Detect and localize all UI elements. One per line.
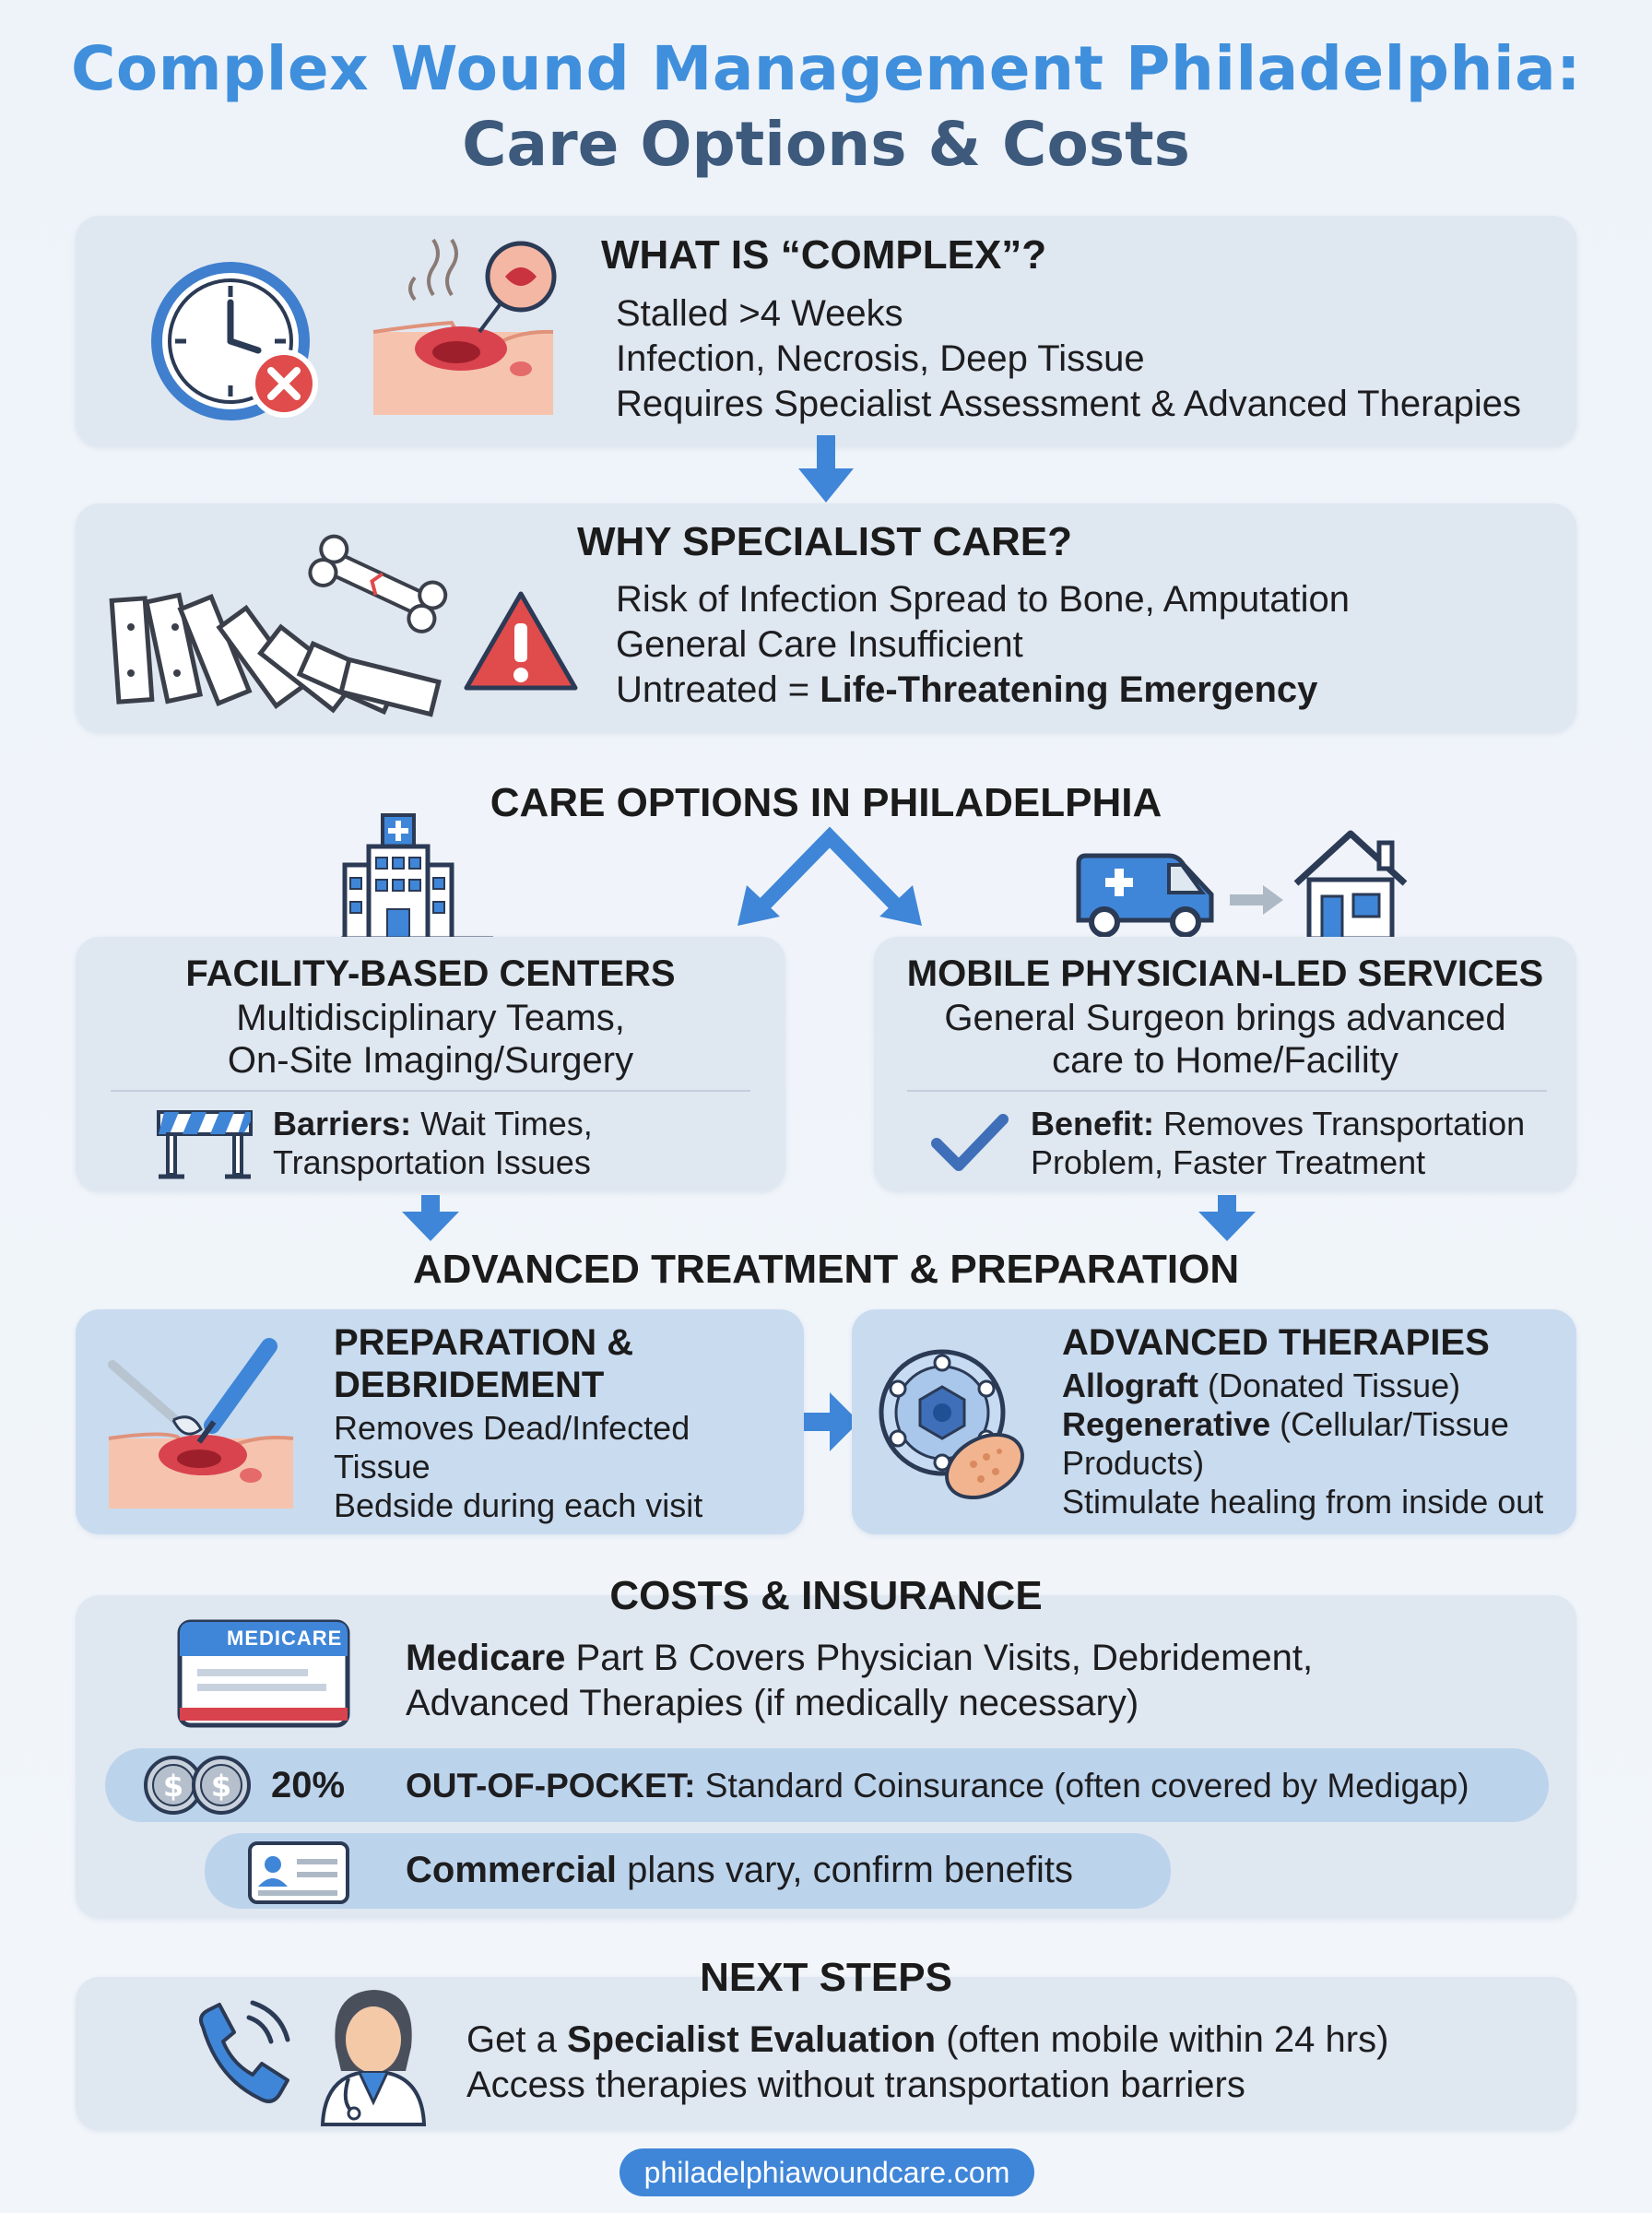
complex-panel <box>76 216 1576 446</box>
medicare-card-icon <box>177 1619 350 1728</box>
complex-line-2: Infection, Necrosis, Deep Tissue <box>616 338 1145 379</box>
regen-bold: Regenerative <box>1062 1405 1271 1443</box>
prep-line-2: Tissue <box>334 1448 431 1485</box>
oop-rest: Standard Coinsurance (often covered by M… <box>695 1767 1469 1805</box>
allograft-bold: Allograft <box>1062 1367 1198 1404</box>
prep-heading-2: DEBRIDEMENT <box>334 1365 605 1405</box>
prep-line-1: Removes Dead/Infected <box>334 1409 690 1447</box>
next-bold: Specialist Evaluation <box>566 2019 937 2060</box>
specialist-line-1: Risk of Infection Spread to Bone, Amputa… <box>616 579 1351 620</box>
medicare-rest: Part B Covers Physician Visits, Debridem… <box>565 1638 1314 1678</box>
phone-icon <box>199 2000 290 2103</box>
medicare-line-1: Medicare Part B Covers Physician Visits,… <box>406 1636 1313 1681</box>
care-options-heading: CARE OPTIONS IN PHILADELPHIA <box>490 780 1162 825</box>
therapies-line-4: Stimulate healing from inside out <box>1062 1483 1544 1521</box>
page-subtitle: Care Options & Costs <box>462 109 1190 180</box>
medicare-card-label: MEDICARE <box>227 1627 343 1650</box>
next-steps-line-1: Get a Specialist Evaluation (often mobil… <box>466 2018 1388 2063</box>
arrow-down-icon <box>1198 1195 1256 1241</box>
debridement-icon <box>108 1338 294 1509</box>
cell-graft-icon <box>879 1349 1024 1500</box>
next-rest: (often mobile within 24 hrs) <box>936 2019 1389 2060</box>
commercial-bold: Commercial <box>406 1850 617 1890</box>
split-arrows-icon <box>738 826 922 926</box>
footer-url-link[interactable]: philadelphiawoundcare.com <box>620 2148 1034 2196</box>
oop-pill <box>105 1748 1549 1822</box>
next-steps-line-2: Access therapies without transportation … <box>466 2065 1245 2105</box>
therapies-line-1: Allograft (Donated Tissue) <box>1062 1367 1460 1404</box>
therapies-heading: ADVANCED THERAPIES <box>1062 1322 1490 1363</box>
benefit-text-1: Removes Transportation <box>1154 1105 1526 1142</box>
page-title: Complex Wound Management Philadelphia: <box>70 33 1582 104</box>
arrow-down-icon <box>798 435 854 503</box>
checkmark-icon <box>931 1114 1009 1171</box>
specialist-line-3: Untreated = Life-Threatening Emergency <box>616 668 1317 713</box>
regen-rest: (Cellular/Tissue <box>1270 1405 1509 1443</box>
benefit-line-1: Benefit: Removes Transportation <box>1031 1105 1525 1142</box>
hospital-icon <box>341 813 493 941</box>
mobile-divider <box>907 1090 1547 1092</box>
mobile-heading: MOBILE PHYSICIAN-LED SERVICES <box>906 953 1544 994</box>
treatment-heading: ADVANCED TREATMENT & PREPARATION <box>412 1247 1240 1292</box>
svg-text:$: $ <box>163 1769 183 1804</box>
arrow-right-icon <box>1230 885 1283 915</box>
barrier-line-1: Barriers: Wait Times, <box>273 1105 593 1142</box>
facility-line-1: Multidisciplinary Teams, <box>236 998 625 1038</box>
emergency-bold: Life-Threatening Emergency <box>820 669 1318 710</box>
commercial-rest: plans vary, confirm benefits <box>616 1850 1074 1890</box>
barrier-text-1: Wait Times, <box>411 1105 593 1142</box>
arrow-right-icon <box>804 1392 859 1451</box>
complex-heading: WHAT IS “COMPLEX”? <box>601 232 1047 278</box>
complex-line-1: Stalled >4 Weeks <box>616 293 903 334</box>
barrier-label: Barriers: <box>273 1105 412 1142</box>
commercial-line: Commercial plans vary, confirm benefits <box>406 1848 1073 1893</box>
complex-line-3: Requires Specialist Assessment & Advance… <box>616 384 1522 424</box>
mobile-panel <box>874 937 1576 1191</box>
coins-icon: $ $ <box>144 1756 251 1815</box>
prep-heading-1: PREPARATION & <box>334 1322 634 1363</box>
commercial-pill <box>205 1833 1171 1909</box>
medicare-bold: Medicare <box>406 1638 566 1678</box>
oop-percent: 20% <box>271 1765 346 1805</box>
costs-heading: COSTS & INSURANCE <box>609 1573 1043 1618</box>
dominoes-icon <box>109 534 448 717</box>
medicare-line-2: Advanced Therapies (if medically necessa… <box>406 1683 1139 1723</box>
therapies-line-2: Regenerative (Cellular/Tissue <box>1062 1405 1509 1443</box>
next-prefix: Get a <box>466 2019 567 2060</box>
barrier-icon <box>157 1110 253 1179</box>
specialist-line-2: General Care Insufficient <box>616 624 1023 665</box>
barrier-line-2: Transportation Issues <box>273 1143 591 1181</box>
benefit-label: Benefit: <box>1031 1105 1154 1142</box>
oop-bold: OUT-OF-POCKET: <box>406 1767 696 1805</box>
facility-heading: FACILITY-BASED CENTERS <box>185 953 676 994</box>
facility-panel <box>76 937 785 1191</box>
mobile-line-2: care to Home/Facility <box>1052 1040 1398 1081</box>
facility-line-2: On-Site Imaging/Surgery <box>227 1040 634 1081</box>
specialist-heading: WHY SPECIALIST CARE? <box>577 519 1073 564</box>
benefit-line-2: Problem, Faster Treatment <box>1031 1143 1426 1181</box>
next-steps-heading: NEXT STEPS <box>700 1955 952 2000</box>
allograft-rest: (Donated Tissue) <box>1198 1367 1461 1404</box>
id-card-icon <box>248 1841 349 1904</box>
svg-text:$: $ <box>211 1769 231 1804</box>
warning-icon <box>464 591 578 691</box>
van-icon <box>1076 853 1214 938</box>
arrow-down-icon <box>402 1195 459 1241</box>
oop-line: OUT-OF-POCKET: Standard Coinsurance (oft… <box>406 1767 1469 1805</box>
facility-divider <box>111 1090 750 1092</box>
wound-icon <box>372 238 557 415</box>
doctor-avatar-icon <box>320 1990 427 2126</box>
clock-icon <box>151 262 318 420</box>
therapies-line-3: Products) <box>1062 1444 1205 1482</box>
mobile-line-1: General Surgeon brings advanced <box>944 998 1506 1038</box>
prep-line-3: Bedside during each visit <box>334 1486 703 1524</box>
emergency-prefix: Untreated = <box>616 669 820 710</box>
home-icon <box>1293 830 1408 941</box>
